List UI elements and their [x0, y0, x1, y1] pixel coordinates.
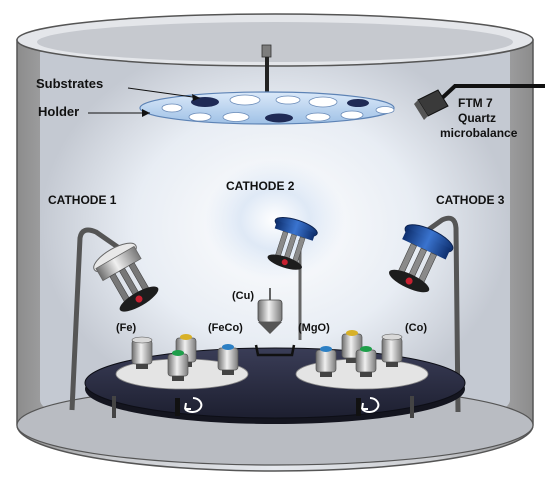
- quartz-label: Quartz: [458, 111, 497, 125]
- cu-label: (Cu): [232, 290, 254, 302]
- cu-target: [257, 288, 283, 334]
- cathode-1-label: CATHODE 1: [48, 193, 117, 207]
- co-label: (Co): [405, 322, 427, 334]
- cathode-3-label: CATHODE 3: [436, 193, 505, 207]
- cathode-2-label: CATHODE 2: [226, 179, 295, 193]
- table-target-fe: [131, 336, 153, 369]
- mgo-label: (MgO): [298, 322, 330, 334]
- rotation-arrow-icon: [361, 397, 380, 413]
- label-pointers: [88, 87, 201, 117]
- table-target-green-right: [355, 346, 377, 377]
- cathode-3-assembly: [388, 215, 461, 413]
- rotation-arrow-icon: [184, 397, 203, 413]
- microbalance-label: microbalance: [440, 126, 518, 140]
- fe-label: (Fe): [116, 322, 137, 334]
- table-target-co: [381, 333, 403, 367]
- cathode-1-assembly: [69, 227, 159, 411]
- ftm-label: FTM 7: [458, 96, 493, 110]
- holder-label: Holder: [38, 104, 80, 119]
- substrate-holder: [139, 44, 395, 125]
- table-target-blue: [217, 344, 239, 375]
- table-target-green: [167, 350, 189, 381]
- cathode-2-assembly: [267, 216, 318, 340]
- table-target-mgo: [315, 346, 337, 377]
- quartz-microbalance: [414, 84, 545, 120]
- feco-label: (FeCo): [208, 322, 243, 334]
- substrates-label: Substrates: [36, 76, 104, 91]
